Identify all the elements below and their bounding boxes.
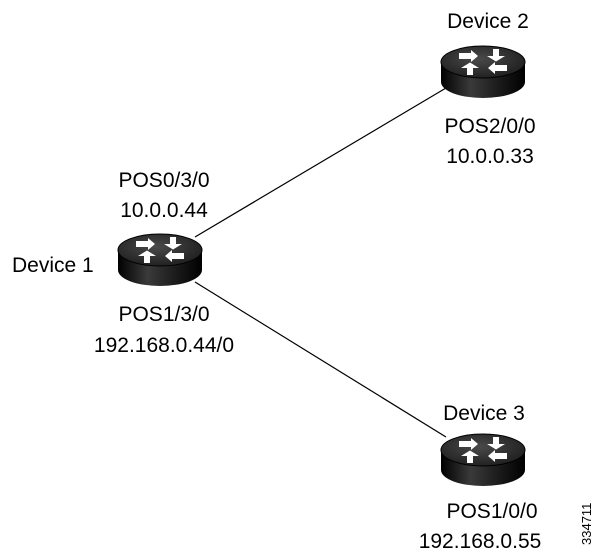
device2-router-icon <box>440 45 526 99</box>
device1-label: Device 1 <box>12 254 94 277</box>
device3-if1-name: POS1/0/0 <box>446 500 537 523</box>
device1-if1-name: POS0/3/0 <box>118 169 209 192</box>
device1-if2-address: 192.168.0.44/0 <box>94 334 234 357</box>
link-device1-device2 <box>194 87 447 238</box>
device3-router-icon <box>440 433 526 487</box>
device1-if1-address: 10.0.0.44 <box>120 199 208 222</box>
device3-label: Device 3 <box>443 402 525 425</box>
device1-if2-name: POS1/3/0 <box>118 303 209 326</box>
device2-if1-address: 10.0.0.33 <box>446 145 534 168</box>
device1-router-icon <box>117 233 203 287</box>
figure-number: 334711 <box>579 503 594 545</box>
device2-if1-name: POS2/0/0 <box>444 115 535 138</box>
link-device1-device3 <box>194 281 447 438</box>
device3-if1-address: 192.168.0.55 <box>419 530 542 553</box>
device2-label: Device 2 <box>447 10 529 33</box>
